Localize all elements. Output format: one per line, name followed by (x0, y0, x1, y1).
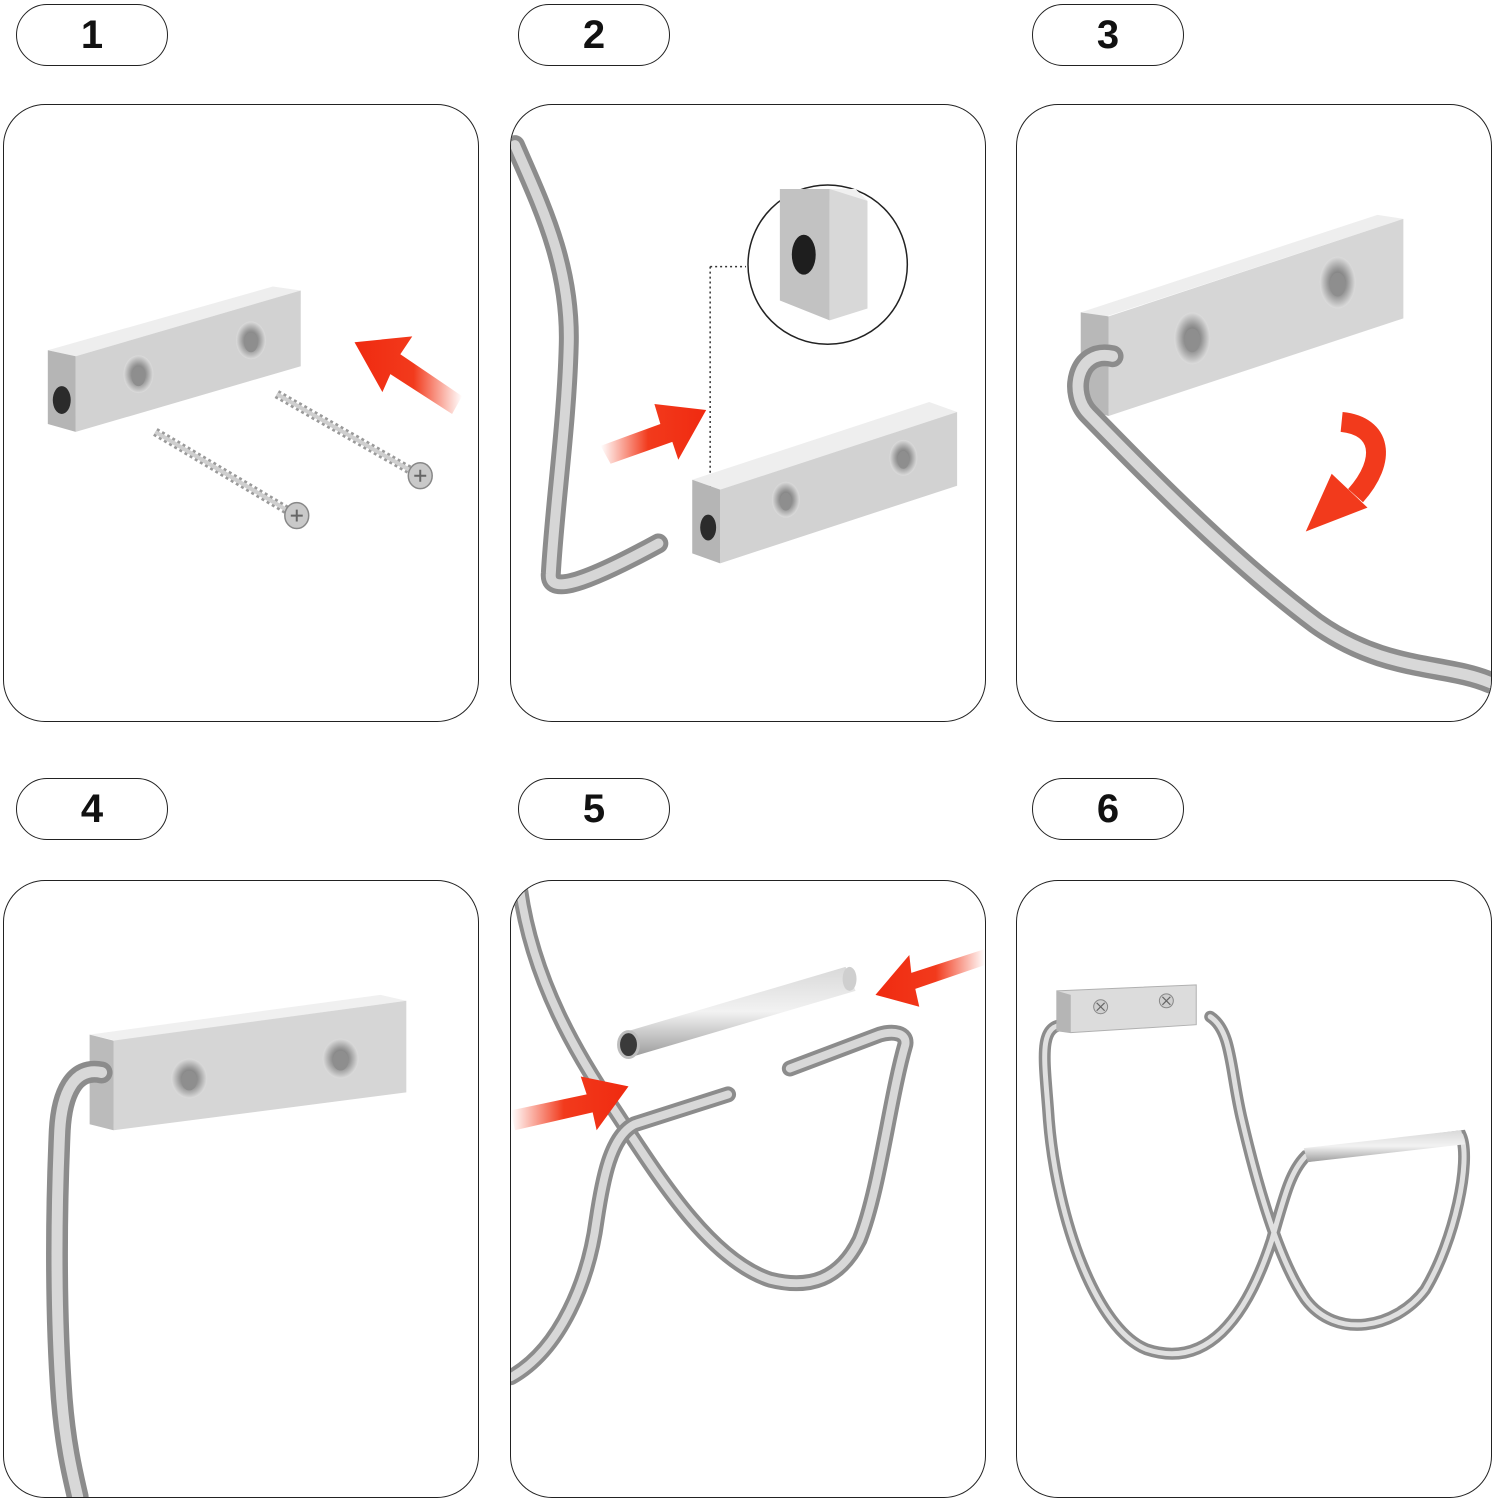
step-4-panel (3, 880, 479, 1498)
step-5-badge: 5 (518, 778, 670, 840)
mounting-block-icon (692, 402, 958, 564)
direction-arrow-icon (354, 336, 463, 414)
hook-wire-icon (1038, 1010, 1471, 1360)
step-4-badge: 4 (16, 778, 168, 840)
connector-tube-icon (1303, 1130, 1466, 1163)
magnifier-callout-icon (747, 184, 909, 346)
step-5-panel (510, 880, 986, 1498)
direction-arrow-icon (875, 949, 985, 1007)
mounting-block-icon (1080, 214, 1404, 416)
direction-arrow-icon (1305, 412, 1386, 532)
direction-arrow-icon (511, 1076, 629, 1131)
step-3-illustration (1067, 214, 1491, 694)
step-1-panel (3, 104, 479, 722)
step-5-illustration (511, 881, 985, 1386)
direction-arrow-icon (600, 404, 707, 464)
connector-tube-icon (617, 966, 857, 1060)
step-2-panel (510, 104, 986, 722)
hook-wire-icon (511, 881, 914, 1386)
mounting-block-icon (47, 286, 301, 432)
screw-icon (153, 428, 310, 530)
step-1-illustration (47, 286, 463, 530)
hook-wire-icon (511, 135, 669, 595)
step-2-illustration (511, 135, 958, 595)
step-4-illustration (46, 994, 407, 1497)
hook-wire-icon (1067, 344, 1491, 694)
step-3-badge: 3 (1032, 4, 1184, 66)
step-3-panel (1016, 104, 1492, 722)
step-6-panel (1016, 880, 1492, 1498)
step-6-illustration (1038, 984, 1471, 1360)
step-1-badge: 1 (16, 4, 168, 66)
screw-icon (274, 390, 433, 490)
mounting-block-icon (1056, 984, 1197, 1034)
step-2-badge: 2 (518, 4, 670, 66)
hook-wire-icon (46, 1060, 113, 1497)
step-6-badge: 6 (1032, 778, 1184, 840)
mounting-block-icon (89, 994, 407, 1131)
